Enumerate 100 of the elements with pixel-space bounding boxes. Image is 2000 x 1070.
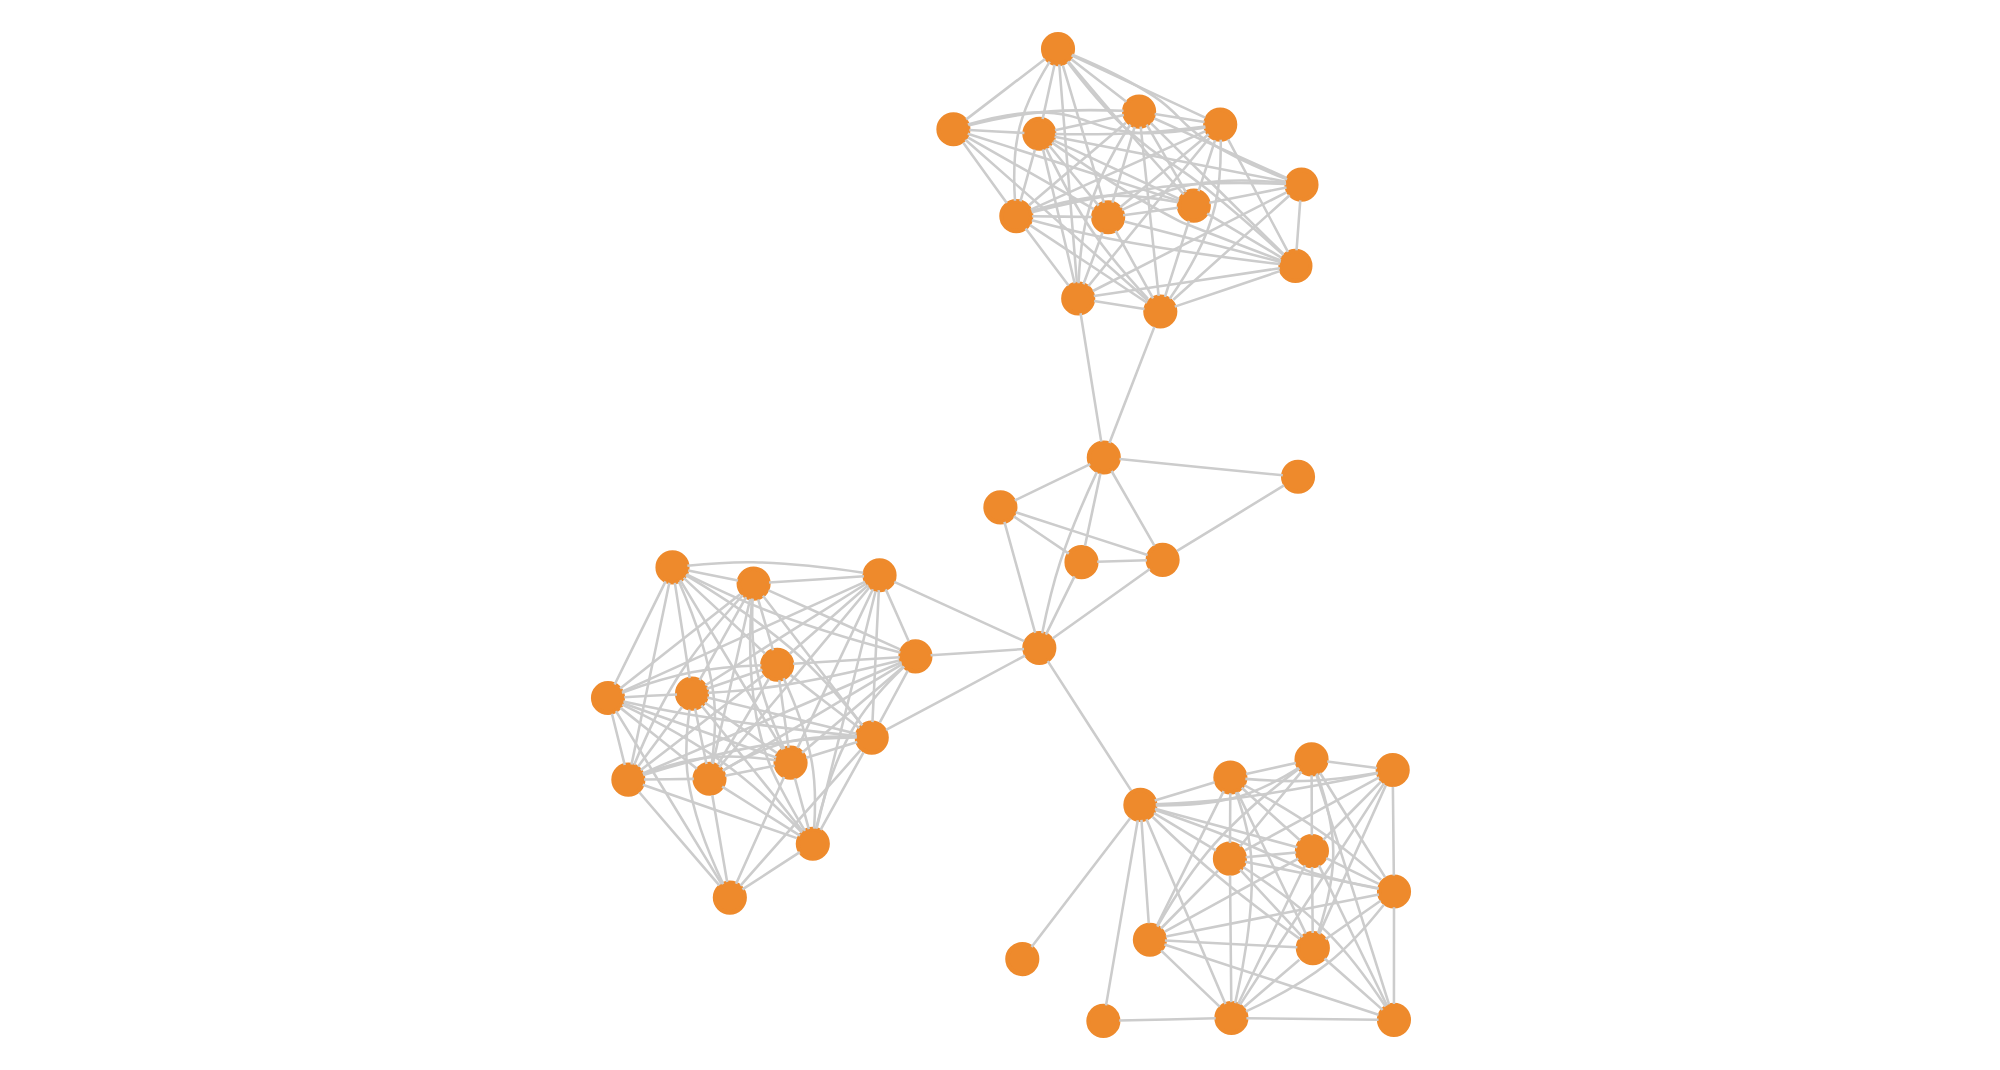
connector — [699, 704, 803, 832]
connector — [1043, 575, 1075, 636]
node-circle — [1085, 1003, 1120, 1038]
connector — [1012, 60, 1050, 201]
connector — [692, 708, 707, 765]
connector — [1047, 144, 1099, 207]
connector — [705, 668, 762, 690]
connector — [1023, 227, 1069, 287]
connector — [636, 706, 683, 768]
node-circle — [589, 680, 625, 716]
connector — [1012, 515, 1069, 555]
node-circle — [610, 762, 645, 797]
connector — [1118, 133, 1209, 209]
connector — [963, 138, 1148, 302]
connector — [1309, 867, 1313, 933]
connector — [966, 111, 1205, 135]
connector — [620, 663, 761, 694]
connector — [1144, 124, 1186, 193]
connector — [721, 735, 856, 772]
connector — [818, 751, 864, 831]
connector — [1138, 126, 1159, 296]
connector — [1060, 64, 1105, 204]
connector — [1242, 958, 1300, 1009]
node-circle — [759, 647, 794, 682]
node-circle — [1063, 545, 1098, 580]
connector — [1196, 139, 1216, 192]
connector — [749, 598, 785, 750]
node-circle — [794, 826, 829, 861]
connector — [686, 560, 863, 574]
connector — [788, 673, 860, 729]
connector — [1110, 126, 1135, 203]
connector — [1081, 231, 1103, 285]
connector — [1040, 149, 1075, 284]
node-circle — [935, 112, 970, 147]
connector — [870, 590, 880, 723]
node-circle — [1131, 922, 1166, 957]
connector — [1152, 811, 1216, 852]
node-circle — [1374, 752, 1409, 788]
connector — [961, 142, 1007, 204]
connector — [1237, 770, 1302, 848]
connector — [621, 580, 865, 693]
connector — [1321, 780, 1381, 841]
connector — [883, 588, 909, 642]
connector — [632, 594, 743, 766]
node-circle — [1090, 200, 1125, 235]
connector — [1092, 266, 1280, 298]
connector — [1309, 775, 1313, 836]
connector — [1070, 54, 1205, 119]
node-circle — [1175, 188, 1210, 223]
node-circle — [1213, 1000, 1248, 1036]
connector — [1053, 113, 1124, 132]
connector — [618, 706, 697, 770]
node-circle — [982, 490, 1017, 525]
connector — [620, 703, 802, 834]
node-circle — [1121, 94, 1156, 129]
connector — [1245, 1016, 1378, 1021]
node-circle — [691, 761, 726, 796]
node-circle — [853, 720, 888, 755]
connector — [642, 777, 693, 781]
connector — [781, 677, 816, 829]
connector — [1053, 135, 1286, 183]
node-circle — [772, 745, 807, 780]
connector — [715, 678, 769, 766]
connector — [1044, 147, 1148, 300]
connector — [1052, 139, 1179, 200]
connector — [1155, 767, 1300, 928]
connector — [1107, 326, 1155, 444]
connector — [1152, 117, 1286, 180]
connector — [618, 593, 740, 690]
connector — [1244, 903, 1384, 1013]
node-circle — [673, 676, 709, 711]
node-circle — [735, 566, 770, 601]
connector — [1226, 138, 1289, 253]
connector — [767, 589, 900, 651]
connector — [703, 701, 777, 755]
connector — [967, 108, 1123, 127]
connector — [678, 579, 783, 751]
connector — [720, 785, 800, 837]
connector — [1243, 776, 1379, 852]
connector — [1153, 112, 1204, 124]
connector — [813, 665, 905, 829]
connector — [1086, 137, 1210, 287]
node-circle — [1293, 742, 1328, 777]
connector — [684, 709, 724, 885]
node-circle — [1375, 1002, 1411, 1037]
connector — [1154, 772, 1377, 806]
connector — [1144, 818, 1226, 1005]
connector — [710, 598, 751, 765]
connector — [1053, 125, 1205, 136]
connector — [1069, 58, 1127, 103]
connector — [1031, 215, 1092, 219]
connector — [795, 588, 873, 749]
connector — [1029, 817, 1131, 948]
node-circle — [1211, 841, 1246, 876]
node-circle — [1021, 116, 1056, 151]
connector — [623, 693, 677, 699]
connector — [1030, 194, 1178, 213]
node-circle — [1004, 942, 1039, 977]
connector — [1159, 869, 1219, 930]
node-circle — [1294, 931, 1329, 966]
